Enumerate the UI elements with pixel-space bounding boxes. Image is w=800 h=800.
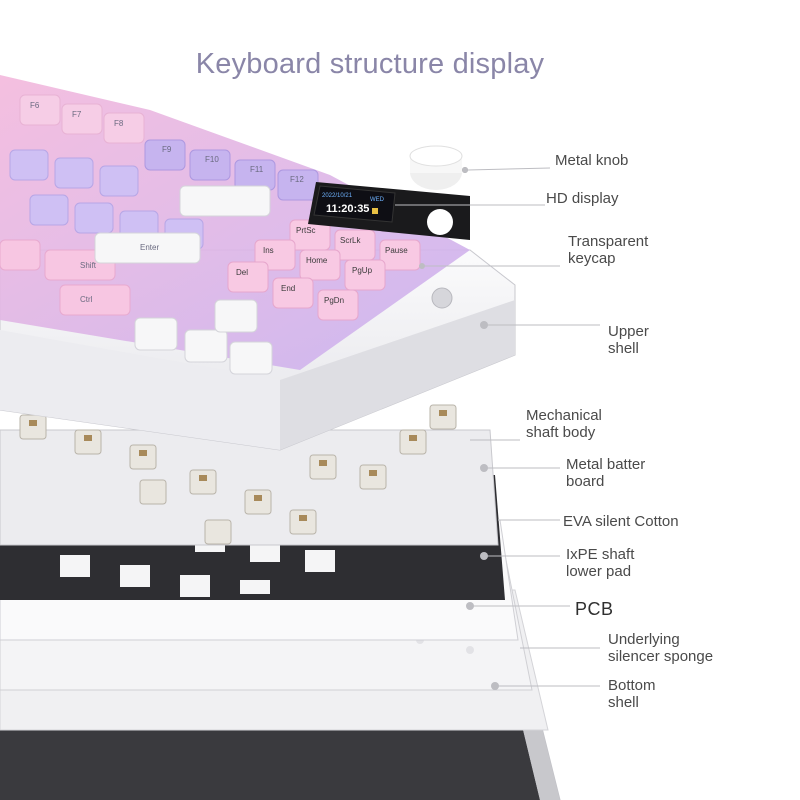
label-silencer-line2: silencer sponge: [608, 648, 714, 665]
key-ctrl: Ctrl: [80, 295, 93, 304]
key-f11: F11: [250, 165, 264, 174]
key-f9: F9: [162, 145, 172, 154]
key-home: Home: [306, 256, 328, 265]
label-ixpe-line1: IxPE shaft: [566, 546, 635, 563]
key-enter: Enter: [140, 243, 159, 252]
keycap-block: F6 F7 F8 F9 F10 F11 F12 PrtSc ScrLk Paus…: [0, 75, 470, 375]
leader-lines: [395, 167, 600, 687]
key-prtsc: PrtSc: [296, 226, 316, 235]
label-upper-shell-line1: Upper: [608, 323, 649, 340]
display-day: WED: [370, 197, 385, 203]
label-transparent-keycap-line2: keycap: [568, 250, 616, 267]
key-end: End: [281, 284, 295, 293]
key-shift: Shift: [80, 261, 97, 270]
key-pause: Pause: [385, 246, 408, 255]
key-scrlk: ScrLk: [340, 236, 361, 245]
label-silencer-line1: Underlying: [608, 631, 680, 648]
label-transparent-keycap-line1: Transparent: [568, 233, 649, 250]
label-metal-plate-line1: Metal batter: [566, 456, 646, 473]
label-metal-plate-line2: board: [566, 473, 605, 490]
key-pgdn: PgDn: [324, 296, 344, 305]
page-title: Keyboard structure display: [195, 48, 545, 80]
key-del: Del: [236, 268, 248, 277]
display-date: 2022/10/21: [322, 193, 353, 199]
key-f7: F7: [72, 110, 82, 119]
display-time: 11:20:35: [326, 203, 369, 215]
label-bottom-shell-line2: shell: [608, 694, 639, 711]
label-pcb: PCB: [575, 599, 614, 619]
hd-display: 2022/10/21 WED 11:20:35: [308, 182, 470, 240]
label-ixpe-line2: lower pad: [566, 563, 632, 580]
label-eva-cotton: EVA silent Cotton: [563, 513, 679, 530]
key-f10: F10: [205, 155, 219, 164]
key-f12: F12: [290, 175, 304, 184]
leader-dots: [419, 167, 499, 690]
label-hd-display: HD display: [546, 190, 619, 207]
key-ins: Ins: [263, 246, 274, 255]
label-mechanical-shaft-line2: shaft body: [526, 424, 596, 441]
label-metal-knob: Metal knob: [555, 152, 629, 169]
label-bottom-shell-line1: Bottom: [608, 677, 656, 694]
switch-layer: [19, 404, 457, 545]
label-upper-shell-line2: shell: [608, 340, 639, 357]
key-f6: F6: [30, 101, 40, 110]
metal-knob: [409, 145, 468, 190]
key-f8: F8: [114, 119, 124, 128]
key-pgup: PgUp: [352, 266, 373, 275]
label-mechanical-shaft-line1: Mechanical: [526, 407, 602, 424]
